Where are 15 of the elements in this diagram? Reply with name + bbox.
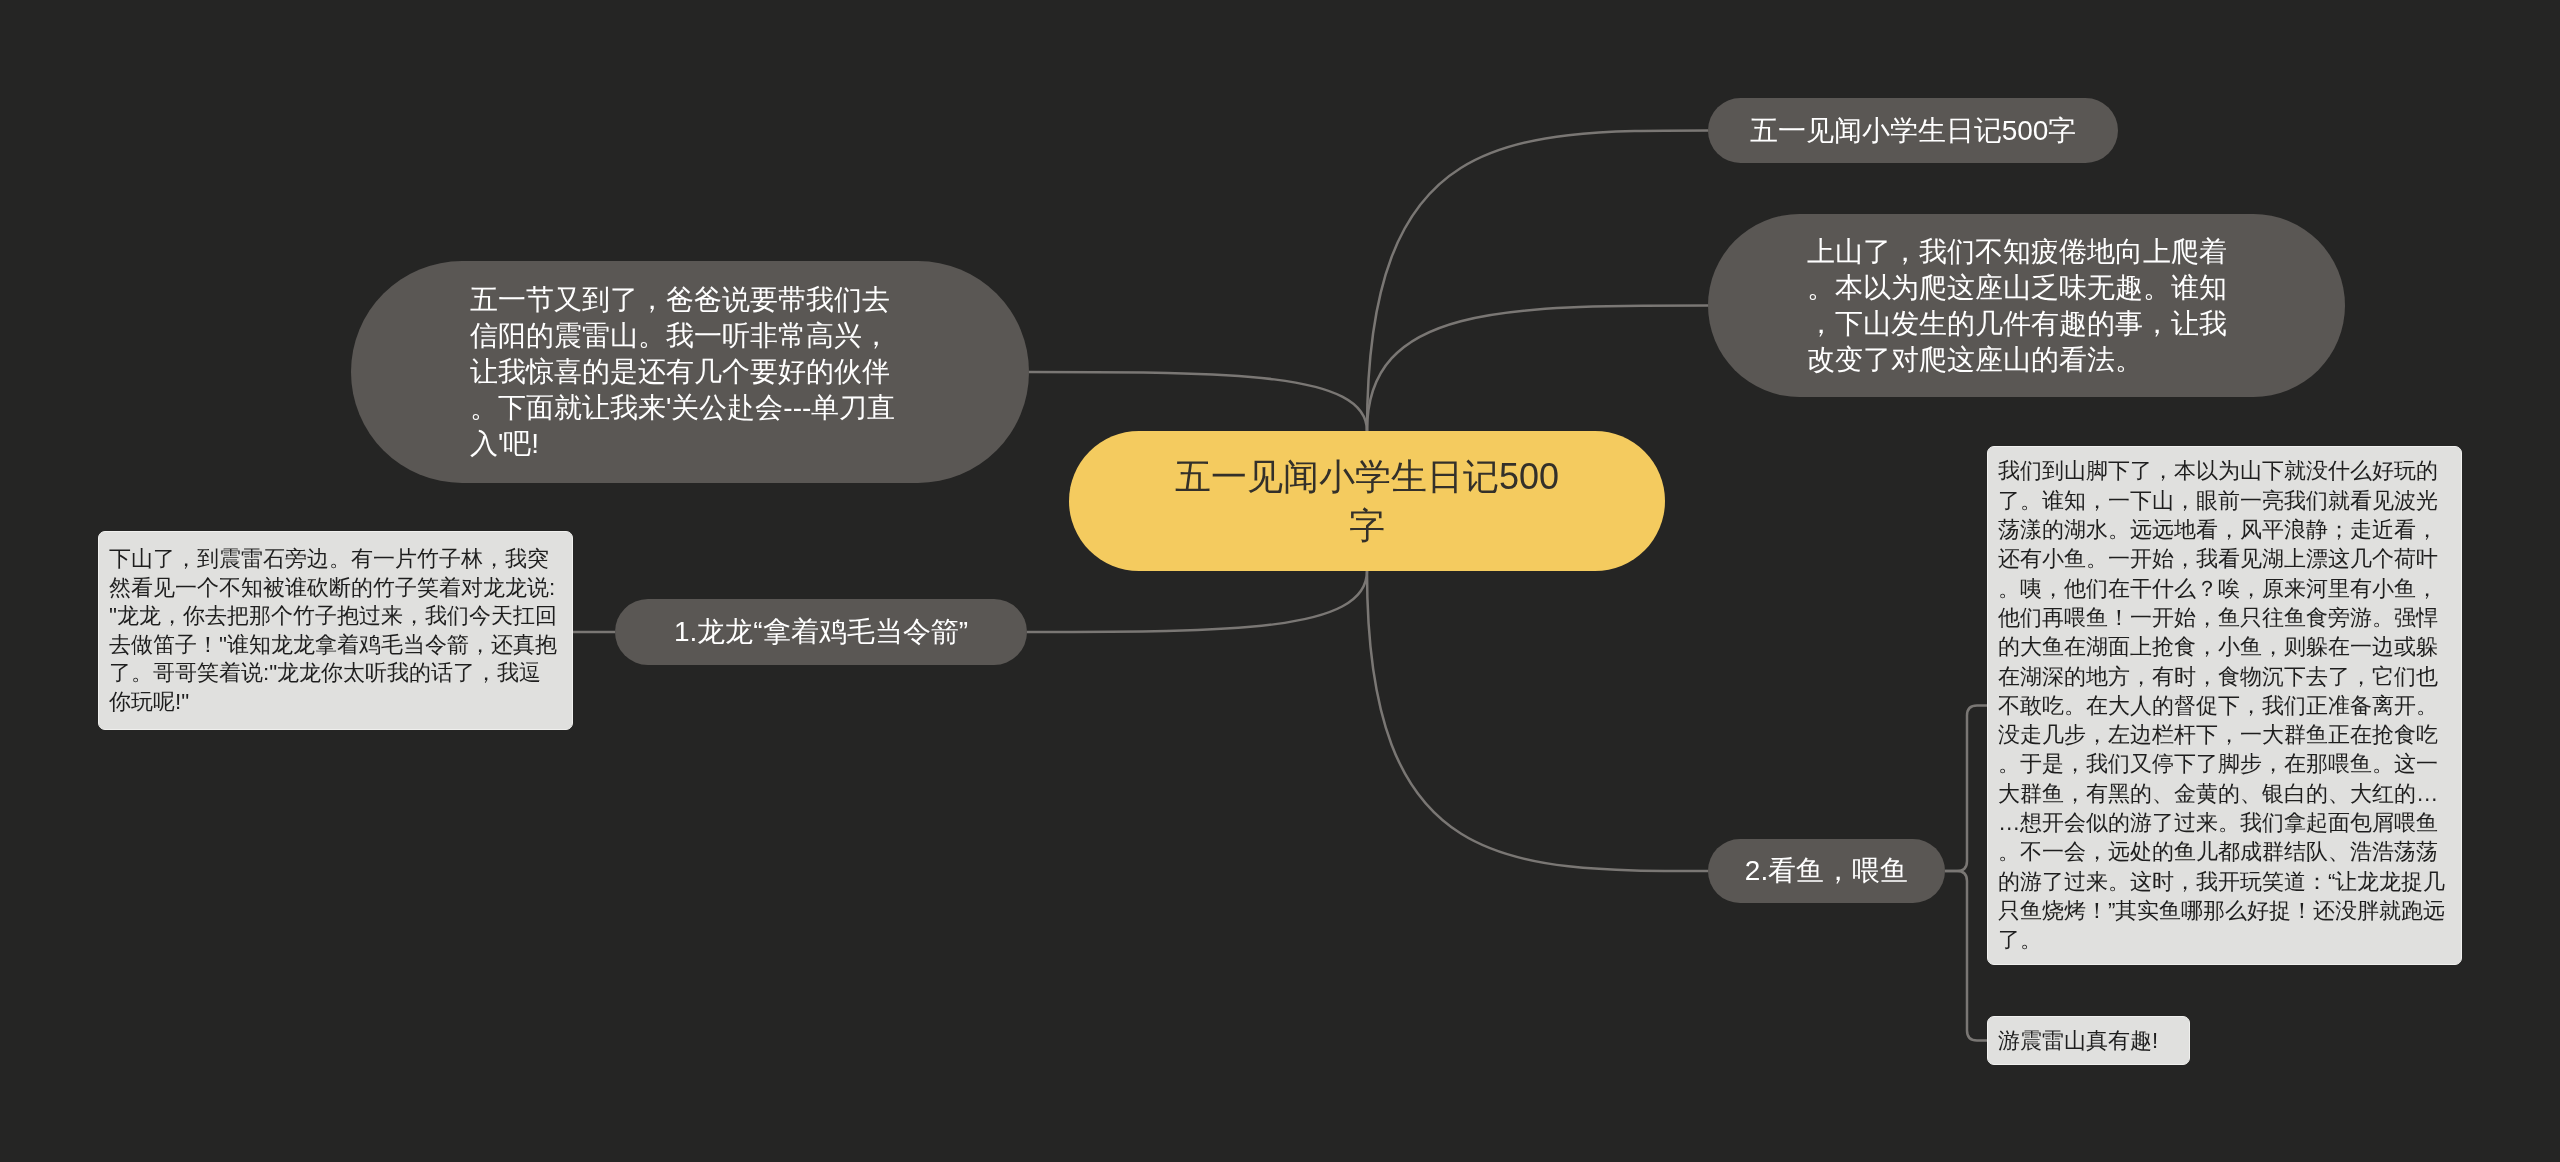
- connector-line: [1029, 370, 1369, 432]
- note-text: 下山了，到震雷石旁边。有一片竹子林，我突然看见一个不知被谁砍断的竹子笑着对龙龙说:"龙龙，你去把那个竹子抱过来，我们今天扛回去做笛子！"谁知龙龙拿着鸡毛当令箭，还真抱了。哥哥笑着说:"龙龙你太听我的话了，我逗你玩呢!": [109, 545, 558, 716]
- note-card: [1987, 1016, 2190, 1065]
- note-text: 游震雷山真有趣!: [1998, 1026, 2159, 1055]
- note-text: 我们到山脚下了，本以为山下就没什么好玩的了。谁知，一下山，眼前一亮我们就看见波光荡漾的湖水。远远地看，风平浪静；走近看，还有小鱼。一开始，我看见湖上漂这几个荷叶。咦，他们在干什么？唉，原来河里有小鱼，他们再喂鱼！一开始，鱼只往鱼食旁游。强悍的大鱼在湖面上抢食，小鱼，则躲在一边或躲在湖深的地方，有时，食物沉下去了，它们也不敢吃。在大人的督促下，我们正准备离开。没走几步，左边栏杆下，一大群鱼正在抢食吃。于是，我们又停下了脚步，在那喂鱼。这一大群鱼，有黑的、金黄的、银白的、大红的……想开会似的游了过来。我们拿起面包屑喂鱼。不一会，远处的鱼儿都成群结队、浩浩荡荡的游了过来。这时，我开玩笑道：“让龙龙捉几只鱼烧烤！”其实鱼哪那么好捉！还没胖就跑远了。: [1998, 457, 2447, 955]
- topic-text: 1.龙龙“拿着鸡毛当令箭”: [674, 615, 968, 649]
- topic-text: 五一见闻小学生日记500字: [1173, 455, 1561, 548]
- connector-line: [1365, 570, 1708, 873]
- topic-text: 2.看鱼，喂鱼: [1744, 854, 1909, 888]
- topic-text: 上山了，我们不知疲倦地向上爬着。本以为爬这座山乏味无趣。谁知，下山发生的几件有趣的事，让我改变了对爬这座山的看法。: [1806, 234, 2228, 377]
- note-card: [98, 531, 573, 730]
- connector-line: [573, 630, 615, 634]
- topic-text: 五一节又到了，爸爸说要带我们去信阳的震雷山。我一听非常高兴，让我惊喜的是还有几个要好的伙伴。下面就让我来'关公赴会---单刀直入'吧!: [470, 283, 897, 461]
- topic-text: 五一见闻小学生日记500字: [1749, 113, 2077, 148]
- connector-line: [1945, 869, 1987, 1042]
